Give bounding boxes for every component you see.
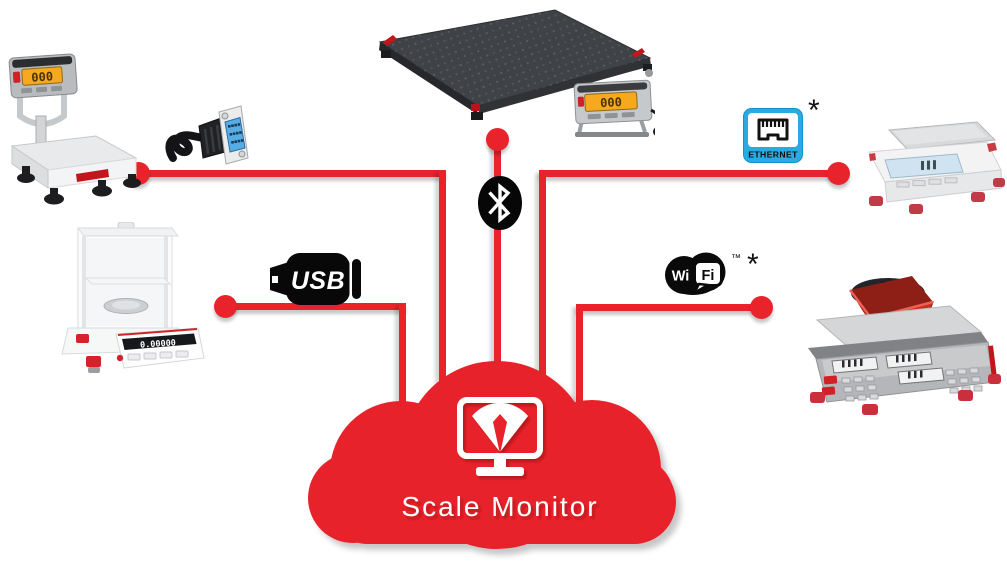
scale-monitor-cloud: Scale Monitor <box>308 361 676 549</box>
line-ethernet-vertical <box>539 170 546 420</box>
balance-display <box>122 333 197 350</box>
monitor-with-scale-dial-icon: Scale Monitor <box>401 397 598 522</box>
usb-icon: USB <box>270 253 361 305</box>
analytical-balance-image: 0.00000 <box>61 222 205 373</box>
line-wifi-horizontal <box>576 304 762 311</box>
bench-indicator: 000 <box>8 53 78 99</box>
serial-cable <box>165 131 207 162</box>
line-bluetooth-vertical <box>494 138 501 413</box>
wifi-fi-label: Fi <box>702 268 715 284</box>
line-ethernet-horizontal <box>539 170 839 177</box>
wifi-asterisk: * <box>747 248 759 281</box>
line-wifi-vertical <box>576 304 583 439</box>
balance-display-value: 0.00000 <box>140 338 176 350</box>
bluetooth-icon <box>478 176 522 230</box>
cloud-title: Scale Monitor <box>401 491 598 522</box>
floor-scale-image: 000 <box>378 9 655 137</box>
floor-indicator-display: 000 <box>600 95 622 110</box>
wifi-trademark: ™ <box>731 253 741 264</box>
counting-scale-image <box>808 276 1001 415</box>
usb-label: USB <box>291 267 345 295</box>
line-bench-vertical <box>439 170 446 425</box>
line-bench-horizontal <box>134 170 446 177</box>
bench-scale-image: 000 <box>8 53 141 205</box>
portable-balance-image <box>868 121 1005 214</box>
line-usb-horizontal <box>222 303 406 310</box>
ethernet-label: ETHERNET <box>748 150 798 160</box>
endpoint-dot-wifi <box>750 296 773 319</box>
serial-connector-icon <box>165 105 249 165</box>
ethernet-asterisk: * <box>808 94 820 127</box>
line-usb-vertical <box>399 303 406 438</box>
wifi-icon: Wi Fi <box>665 252 726 295</box>
bench-indicator-display: 000 <box>31 69 54 84</box>
brand-badge <box>76 169 109 182</box>
endpoint-dot-floor <box>486 128 509 151</box>
ethernet-icon: ETHERNET <box>743 108 803 163</box>
endpoint-dot-ethernet <box>827 162 850 185</box>
rj45-port-glyph <box>757 118 789 141</box>
wifi-wi-label: Wi <box>672 269 690 285</box>
floor-indicator: 000 <box>573 79 655 137</box>
endpoint-dot-usb <box>214 295 237 318</box>
